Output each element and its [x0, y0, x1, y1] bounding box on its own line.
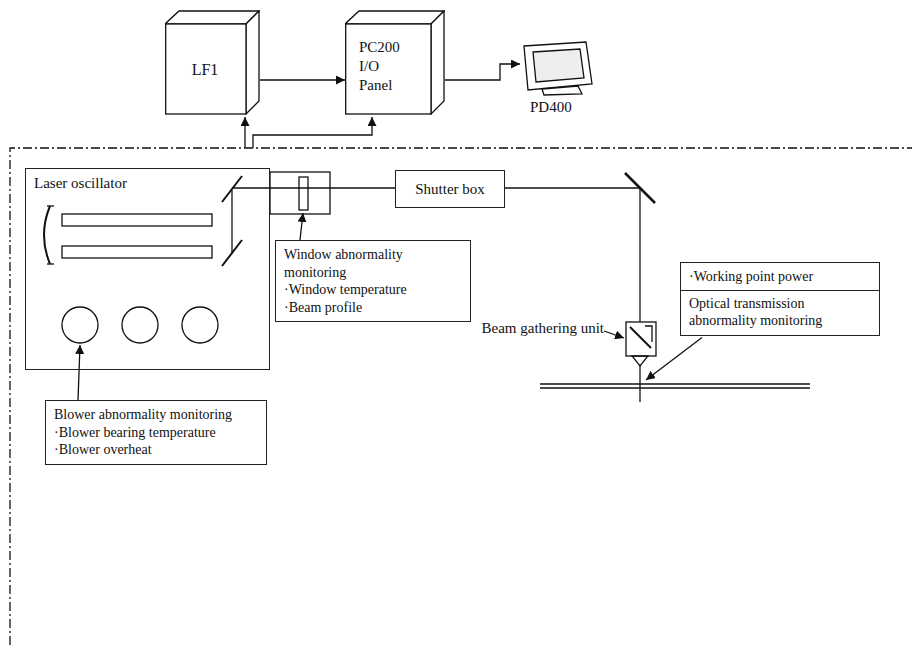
leader-line — [604, 331, 624, 338]
node-title: Blower abnormality monitoring — [54, 406, 258, 424]
node-title: PD400 — [530, 98, 612, 117]
monitor-screen — [533, 49, 584, 82]
monitor-icon — [520, 40, 612, 96]
cabinet-side — [431, 11, 444, 114]
signal-arrow — [260, 79, 345, 80]
leader-line — [646, 338, 702, 381]
beam — [639, 188, 640, 322]
cabinet-top — [345, 11, 444, 24]
node-title: ·Working point power — [681, 268, 879, 291]
part-label: Beam gathering unit — [482, 320, 604, 337]
blower — [122, 307, 158, 343]
leader-line — [78, 345, 80, 400]
shutter-box: Shutter box — [395, 170, 505, 208]
beam-gathering-unit — [626, 322, 656, 356]
node-title: Shutter box — [415, 180, 485, 199]
rear-mirror — [44, 206, 50, 264]
controller-box: LF1 — [165, 10, 260, 115]
monitor-display: PD400 — [520, 40, 612, 130]
cabinet-front — [166, 24, 246, 114]
rear-mirror — [47, 263, 54, 264]
callout-box: ·Working point powerOptical transmission… — [680, 262, 880, 336]
signal-line — [244, 117, 245, 148]
discharge-tube — [62, 214, 212, 226]
signal-line — [253, 117, 372, 148]
cabinet-front — [346, 24, 431, 114]
beam — [231, 190, 232, 253]
node-title: PC200 I/O Panel — [359, 38, 411, 94]
nozzle — [632, 356, 648, 366]
blower — [62, 307, 98, 343]
callout-box: Window abnormality monitoring·Window tem… — [275, 240, 471, 322]
node-text: ·Blower overheat — [54, 441, 258, 459]
discharge-tube — [62, 246, 212, 258]
cabinet-top — [165, 11, 259, 24]
blower — [182, 307, 218, 343]
io-panel-box: PC200 I/O Panel — [345, 10, 445, 115]
oscillator-box: Laser oscillator — [25, 168, 270, 370]
node-title: Window abnormality monitoring — [284, 246, 462, 281]
node-text: ·Blower bearing temperature — [54, 424, 258, 442]
node-title: Laser oscillator — [34, 174, 261, 193]
monitor-base — [542, 86, 582, 95]
workpiece — [540, 383, 810, 384]
workpiece — [540, 387, 810, 388]
unit-mirror — [645, 326, 652, 342]
rear-mirror — [47, 205, 54, 206]
window-housing — [270, 172, 330, 214]
cabinet-side — [246, 11, 259, 114]
node-text: Optical transmission abnormality monitor… — [689, 295, 871, 330]
unit-mirror — [630, 327, 651, 348]
node-title: LF1 — [192, 60, 219, 80]
node-text: ·Window temperature — [284, 281, 462, 299]
node-text: ·Beam profile — [284, 299, 462, 317]
leader-line — [300, 213, 303, 240]
signal-arrow — [445, 64, 520, 80]
callout-box: Blower abnormality monitoring·Blower bea… — [45, 400, 267, 465]
output-window — [299, 177, 308, 210]
system-boundary — [10, 148, 912, 645]
monitor-case — [524, 42, 592, 90]
